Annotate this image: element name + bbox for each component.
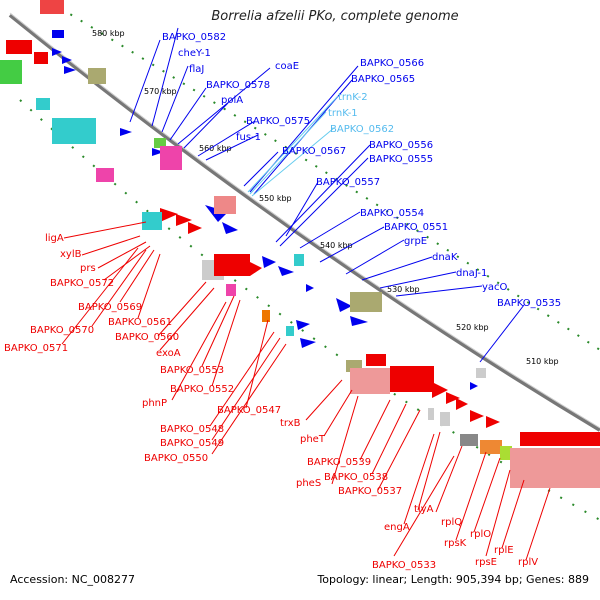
gene-label[interactable]: BAPKO_0570 xyxy=(30,325,94,336)
gene-label[interactable]: fus-1 xyxy=(236,132,261,143)
gene-label[interactable]: BAPKO_0553 xyxy=(160,365,224,376)
gene-label[interactable]: BAPKO_0548 xyxy=(160,424,224,435)
kbp-tick-label: 570 kbp xyxy=(144,87,177,96)
gene-label[interactable]: engA xyxy=(384,522,410,533)
gene-label[interactable]: BAPKO_0578 xyxy=(206,80,270,91)
gene-label[interactable]: rplV xyxy=(518,557,538,568)
kbp-tick-label: 520 kbp xyxy=(456,323,489,332)
kbp-tick-label: 540 kbp xyxy=(320,241,353,250)
accession-label: Accession: NC_008277 xyxy=(10,573,136,586)
gene-label[interactable]: flaJ xyxy=(189,64,204,75)
gene-label[interactable]: BAPKO_0566 xyxy=(360,58,424,69)
gene-label[interactable]: prs xyxy=(80,263,96,274)
gene-label[interactable]: rpsK xyxy=(444,538,467,549)
gene-label[interactable]: BAPKO_0582 xyxy=(162,32,226,43)
kbp-tick-label: 530 kbp xyxy=(387,285,420,294)
gene-label[interactable]: pheS xyxy=(296,478,321,489)
gene-label[interactable]: BAPKO_0552 xyxy=(170,384,234,395)
gene-label[interactable]: pheT xyxy=(300,434,326,445)
reverse-gene-labels: ligA xylB prs BAPKO_0572 BAPKO_0569 BAPK… xyxy=(4,233,538,571)
gene-label[interactable]: BAPKO_0550 xyxy=(144,453,208,464)
kbp-tick-label: 550 kbp xyxy=(259,194,292,203)
gene-label[interactable]: BAPKO_0539 xyxy=(307,457,371,468)
gene-label[interactable]: BAPKO_0555 xyxy=(369,154,433,165)
kbp-tick-label: 510 kbp xyxy=(526,357,559,366)
outer-tick-ring xyxy=(59,7,600,351)
gene-label[interactable]: rplE xyxy=(494,545,514,556)
reverse-gene-features xyxy=(6,0,600,446)
gene-label[interactable]: tlyA xyxy=(414,504,434,515)
gene-label[interactable]: BAPKO_0535 xyxy=(497,298,561,309)
rna-gene-labels: trnK-2 trnK-1 BAPKO_0562 xyxy=(328,92,394,135)
gene-label[interactable]: phnP xyxy=(142,398,167,409)
forward-label-connectors xyxy=(129,27,525,363)
kbp-tick-label: 580 kbp xyxy=(92,29,125,38)
gene-label[interactable]: trxB xyxy=(280,418,301,429)
gene-label[interactable]: BAPKO_0575 xyxy=(246,116,310,127)
gene-label[interactable]: trnK-2 xyxy=(338,92,368,103)
gene-label[interactable]: trnK-1 xyxy=(328,108,358,119)
gene-label[interactable]: xylB xyxy=(60,249,82,260)
gene-label[interactable]: rplQ xyxy=(441,517,462,528)
gene-label[interactable]: BAPKO_0567 xyxy=(282,146,346,157)
gene-label[interactable]: dnaJ-1 xyxy=(456,268,487,279)
gene-label[interactable]: BAPKO_0560 xyxy=(115,332,179,343)
gene-label[interactable]: coaE xyxy=(275,61,299,72)
gene-label[interactable]: BAPKO_0565 xyxy=(351,74,415,85)
gene-label[interactable]: BAPKO_0556 xyxy=(369,140,433,151)
gene-label[interactable]: cheY-1 xyxy=(178,48,211,59)
gene-label[interactable]: rplO xyxy=(470,529,491,540)
gene-label[interactable]: BAPKO_0569 xyxy=(78,302,142,313)
gene-label[interactable]: BAPKO_0547 xyxy=(217,405,281,416)
gene-label[interactable]: polA xyxy=(221,95,243,106)
genome-summary-label: Topology: linear; Length: 905,394 bp; Ge… xyxy=(317,573,589,586)
gene-label[interactable]: BAPKO_0549 xyxy=(160,438,224,449)
reverse-label-connectors xyxy=(61,221,551,561)
gene-label[interactable]: BAPKO_0551 xyxy=(384,222,448,233)
gene-label[interactable]: BAPKO_0561 xyxy=(108,317,172,328)
gene-label[interactable]: BAPKO_0572 xyxy=(50,278,114,289)
gene-label[interactable]: grpE xyxy=(404,236,427,247)
gene-label[interactable]: BAPKO_0554 xyxy=(360,208,424,219)
map-title: Borrelia afzelii PKo, complete genome xyxy=(211,9,459,24)
kbp-tick-label: 560 kbp xyxy=(199,144,232,153)
rna-label-connectors xyxy=(247,95,339,197)
gene-label[interactable]: rpsE xyxy=(475,557,497,568)
gene-label[interactable]: BAPKO_0533 xyxy=(372,560,436,571)
gene-label[interactable]: ligA xyxy=(45,233,64,244)
forward-gene-labels: BAPKO_0582 cheY-1 flaJ BAPKO_0578 coaE p… xyxy=(162,32,561,309)
gene-label[interactable]: BAPKO_0571 xyxy=(4,343,68,354)
gene-label[interactable]: BAPKO_0537 xyxy=(338,486,402,497)
gene-label[interactable]: BAPKO_0557 xyxy=(316,177,380,188)
gene-label[interactable]: exoA xyxy=(156,348,181,359)
gene-label[interactable]: BAPKO_0538 xyxy=(324,472,388,483)
pseudo-gene-features xyxy=(0,60,600,488)
gene-label[interactable]: dnaK xyxy=(432,252,458,263)
gene-label[interactable]: BAPKO_0562 xyxy=(330,124,394,135)
gene-label[interactable]: yacO xyxy=(482,282,508,293)
